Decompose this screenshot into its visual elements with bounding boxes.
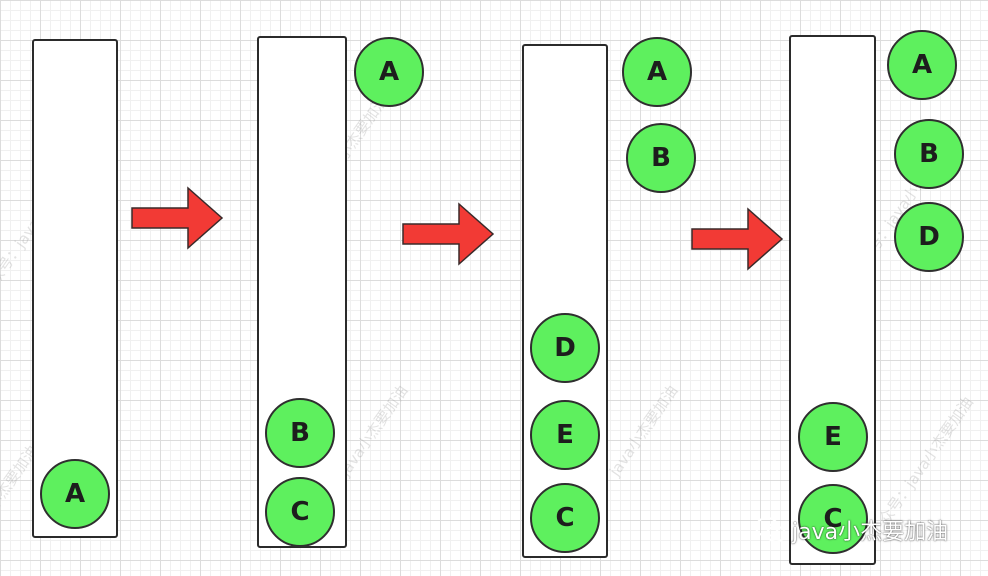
stack-node: A [40,459,110,529]
brand-watermark: java小杰要加油 [754,512,948,548]
arrow-right-icon [691,207,784,271]
wechat-icon [755,517,786,543]
stack-container-4 [789,35,876,565]
brand-text: java小杰要加油 [792,520,949,545]
stack-node: B [265,398,335,468]
watermark-text: 众号：java小杰要加油 [875,393,977,528]
popped-node: A [887,30,957,100]
arrow-right-icon [131,186,224,250]
stack-node: D [530,313,600,383]
popped-node: B [626,123,696,193]
stack-container-3 [522,44,608,558]
arrow-right-icon [402,202,495,266]
popped-node: A [354,37,424,107]
stack-node: C [530,483,600,553]
stack-node: C [798,484,868,554]
popped-node: D [894,202,964,272]
watermark-text: java小杰要加油 [605,382,682,480]
stack-container-1 [32,39,118,538]
popped-node: B [894,119,964,189]
stack-container-2 [257,36,347,548]
popped-node: A [622,37,692,107]
stack-node: E [798,402,868,472]
stack-node: C [265,477,335,547]
stack-node: E [530,400,600,470]
